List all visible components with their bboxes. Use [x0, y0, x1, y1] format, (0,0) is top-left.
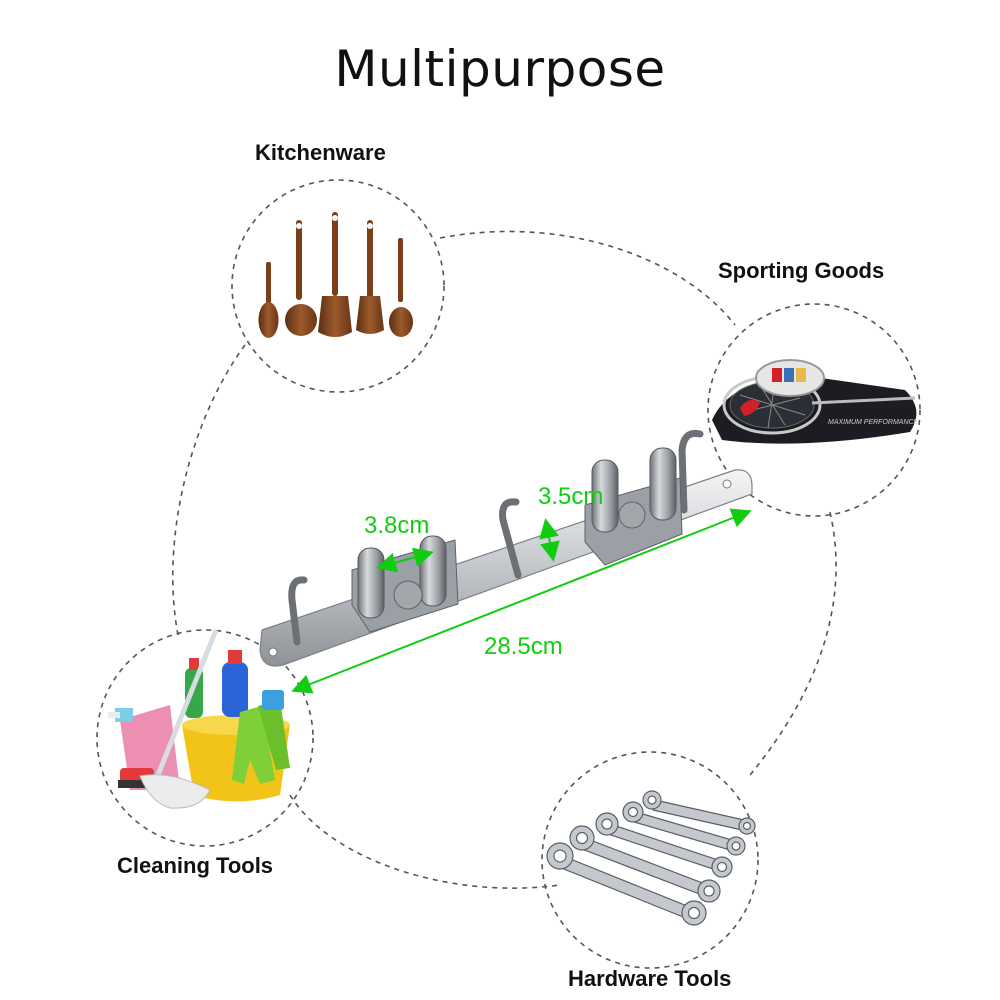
- clip-height-dimension-label: 3.5cm: [538, 483, 604, 510]
- hardware-tools-circle: [541, 751, 759, 969]
- page-title: Multipurpose: [334, 40, 666, 98]
- mop-broom-holder-rack: [259, 429, 753, 694]
- sporting-goods-label: Sporting Goods: [718, 258, 885, 283]
- cleaning-tools-circle: [96, 629, 314, 847]
- hardware-tools-label: Hardware Tools: [568, 966, 732, 991]
- sporting-goods-circle: MAXIMUM PERFORMANCE: [707, 303, 921, 517]
- kitchenware-label: Kitchenware: [255, 140, 386, 165]
- cleaning-supplies-icon: [108, 629, 290, 809]
- length-dimension-label: 28.5cm: [484, 633, 563, 660]
- badminton-racket-icon: MAXIMUM PERFORMANCE: [712, 359, 919, 444]
- mop-clip-holder: [351, 535, 459, 633]
- clip-gap-dimension-label: 3.8cm: [364, 512, 430, 539]
- length-dimension-arrow: [291, 508, 752, 694]
- wooden-utensils-icon: [258, 212, 413, 338]
- racket-bag-text: MAXIMUM PERFORMANCE: [828, 419, 919, 426]
- clip-gap-dimension-arrow: [376, 547, 434, 573]
- wrench-set-icon: [546, 790, 756, 926]
- dashed-connector-loop: [172, 230, 837, 889]
- clip-height-dimension-arrow: [539, 518, 560, 562]
- cleaning-tools-label: Cleaning Tools: [117, 853, 274, 878]
- kitchenware-circle: [231, 179, 445, 393]
- hook: [678, 429, 704, 514]
